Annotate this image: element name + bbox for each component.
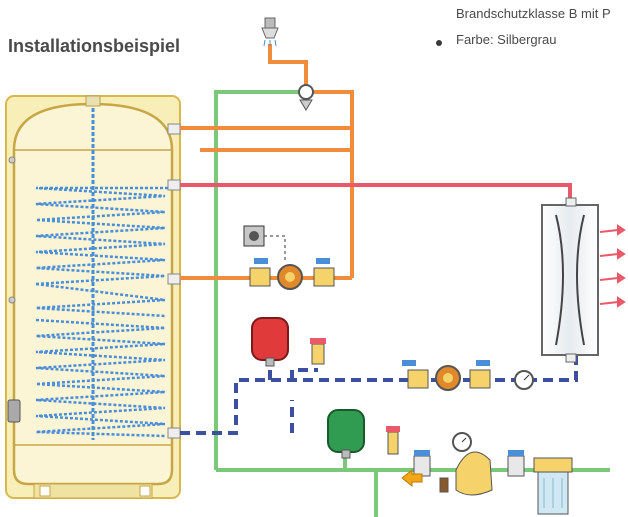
filter-icon [533, 457, 573, 515]
mixing-valve-icon [298, 84, 314, 111]
storage-tank [5, 95, 181, 499]
heating-return-line [180, 355, 578, 435]
upper-coil-return [35, 282, 166, 318]
arrow-left-icon [401, 468, 423, 488]
thermostat-icon [243, 225, 286, 260]
upper-heating-coil [35, 186, 168, 286]
pressure-gauge-icon [514, 370, 534, 390]
pump-group-lower [402, 360, 491, 391]
hot-flow-line [180, 183, 572, 205]
spec-color: Farbe: Silbergrau [456, 32, 557, 47]
safety-valve-icon [310, 338, 326, 365]
shower-icon [261, 17, 279, 47]
diagram-title: Installationsbeispiel [8, 36, 181, 56]
bottom-valve-group [386, 426, 525, 496]
spec-fire-class: Brandschutzklasse B mit P [456, 6, 611, 21]
expansion-vessel-red [251, 317, 289, 367]
radiator-icon [541, 197, 626, 363]
lower-heating-coil [35, 318, 166, 438]
pump-group-upper [249, 258, 335, 290]
expansion-vessel-green [327, 409, 365, 459]
spec-bullet [436, 40, 442, 46]
warm-water-line [180, 44, 354, 280]
